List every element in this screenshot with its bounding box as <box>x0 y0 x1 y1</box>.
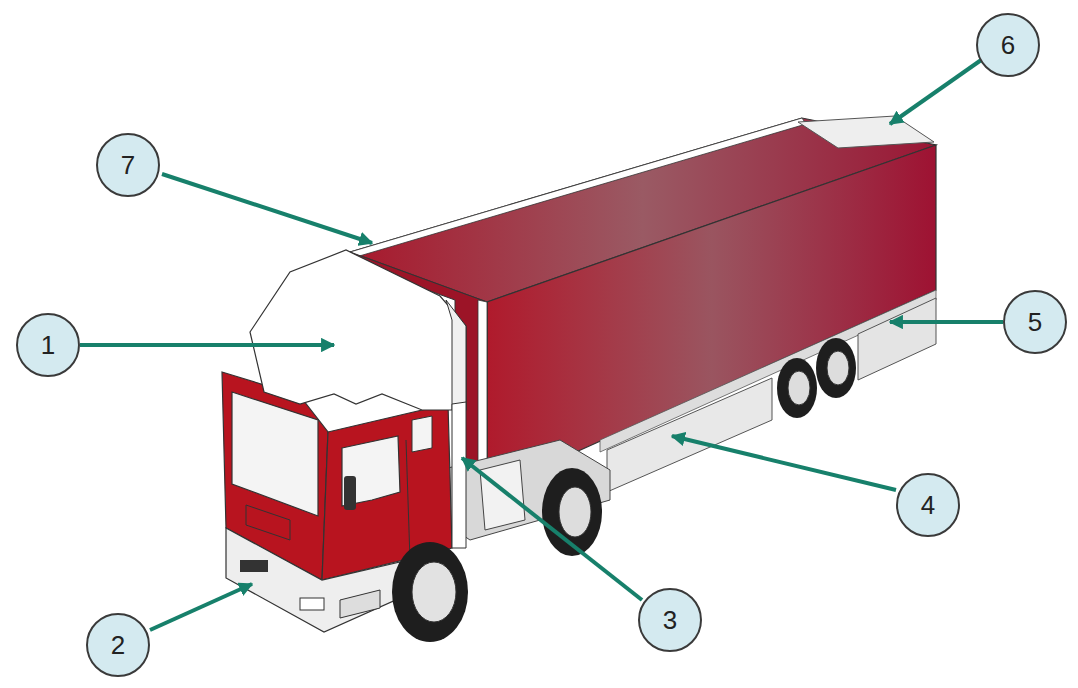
rear-roof-panel <box>798 116 934 148</box>
door-line <box>406 440 410 560</box>
roof-fairing <box>250 250 466 410</box>
callout-number: 5 <box>1028 309 1042 335</box>
rear-window <box>412 416 432 452</box>
leader-arrow <box>890 320 1003 324</box>
callout-circle: 7 <box>96 133 160 197</box>
wheel-hub <box>827 351 849 385</box>
side-skirt <box>607 378 772 492</box>
callout-circle: 3 <box>638 588 702 652</box>
headlight <box>300 598 324 610</box>
leader-arrow <box>890 58 984 124</box>
callout-number: 1 <box>41 332 55 358</box>
wheel-hub <box>412 562 456 622</box>
callout-circle: 4 <box>896 473 960 537</box>
fairing-side <box>446 300 466 410</box>
callout-number: 6 <box>1001 32 1015 58</box>
callout-number: 7 <box>121 152 135 178</box>
grille <box>246 505 290 540</box>
leader-arrow <box>462 458 642 600</box>
front-wheel <box>392 542 468 642</box>
leader-arrow <box>150 584 252 630</box>
leader-arrow <box>80 343 334 347</box>
windshield <box>232 392 318 516</box>
leader-arrows <box>80 58 1003 630</box>
trailer-under-rail <box>600 290 936 452</box>
side-extender <box>452 402 466 548</box>
wheel-hub <box>788 371 810 405</box>
callout-circle: 6 <box>976 13 1040 77</box>
callout-circle: 2 <box>86 613 150 677</box>
callout-circle: 5 <box>1003 290 1067 354</box>
mirror <box>344 476 356 510</box>
callout-number: 2 <box>111 632 125 658</box>
callout-number: 3 <box>663 607 677 633</box>
trailer-side <box>487 145 936 492</box>
leader-arrow <box>672 436 896 490</box>
trailer-wheel <box>816 338 856 398</box>
rear-skirt <box>858 298 936 380</box>
bumper <box>226 528 400 632</box>
cab-step <box>340 590 380 618</box>
wheel-hub <box>559 487 591 537</box>
callout-number: 4 <box>921 492 935 518</box>
trailer-wheel <box>777 358 817 418</box>
fuel-tank <box>480 460 525 530</box>
callout-circle: 1 <box>16 313 80 377</box>
leader-arrow <box>162 174 372 243</box>
bumper-slot <box>240 560 268 572</box>
